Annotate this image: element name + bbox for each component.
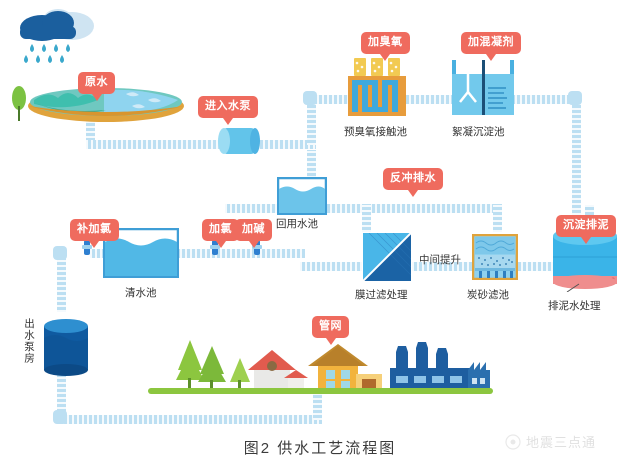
rain-cloud-icon <box>12 4 102 66</box>
pipe-backwash-down-carbon <box>493 204 502 232</box>
pipe-backwash-header <box>300 204 502 213</box>
pipe-network-riser <box>313 388 322 420</box>
caption-intermediate-lift: 中间提升 <box>419 254 461 266</box>
pipe-floc-right <box>510 95 580 104</box>
tag-add-chlorine-supplemental[interactable]: 补加氯 <box>70 219 119 241</box>
tag-backwash-drain[interactable]: 反冲排水 <box>383 168 443 190</box>
pipe-elbow-a <box>53 246 67 260</box>
reuse-water-pool-icon <box>276 176 328 216</box>
clear-water-tank-icon <box>102 227 180 279</box>
inlet-pump-body <box>217 126 261 156</box>
floc-sed-tank-icon <box>452 60 514 118</box>
pipe-riser-up <box>307 95 316 145</box>
watermark-logo-icon <box>505 433 521 450</box>
pipe-top-run <box>307 95 352 104</box>
pipe-membrane-carbon <box>412 262 474 271</box>
figure-caption: 图2 供水工艺流程图 <box>243 440 397 457</box>
pipe-ozone-floc <box>404 95 454 104</box>
pipe-elbow-b <box>53 410 67 424</box>
carbon-sand-filter-icon <box>471 233 519 281</box>
pre-ozone-contact-tank-icon <box>348 58 406 120</box>
pipe-carbon-sludge <box>516 262 578 271</box>
tag-inlet-pump[interactable]: 进入水泵 <box>198 96 258 118</box>
caption-outlet-pump-house: 出水泵房 <box>23 318 35 364</box>
caption-clear-water-tank: 清水池 <box>125 287 157 299</box>
pipe-to-pump <box>86 140 221 149</box>
pipe-pump-right <box>258 140 316 149</box>
pipe-right-drop <box>572 95 581 230</box>
dosing-nozzle-supplemental-chlorine[interactable] <box>82 240 92 255</box>
tag-add-alkali[interactable]: 加碱 <box>235 219 272 241</box>
pipe-reuse-out <box>225 204 305 213</box>
tag-add-chlorine[interactable]: 加氯 <box>202 219 239 241</box>
tree-icon <box>8 86 30 122</box>
caption-floc-sed-tank: 絮凝沉淀池 <box>452 126 505 138</box>
tag-add-ozone[interactable]: 加臭氧 <box>361 32 410 54</box>
outlet-pump-house-icon <box>42 318 90 376</box>
city-scene <box>150 336 490 398</box>
tag-add-coagulant[interactable]: 加混凝剂 <box>461 32 521 54</box>
pipe-left-membrane <box>300 262 362 271</box>
pipe-pumphouse-down <box>57 372 66 424</box>
watermark-text: 地震三点通 <box>526 435 597 450</box>
watermark: 地震三点通 <box>505 432 596 451</box>
pipe-backwash-down-membrane <box>362 204 371 232</box>
pipe-elbow-d <box>568 91 582 105</box>
caption-membrane-filtration: 膜过滤处理 <box>355 289 408 301</box>
pipe-to-network <box>57 415 322 424</box>
pipe-elbow-c <box>303 91 317 105</box>
caption-sludge-water-treatment: 排泥水处理 <box>548 300 601 312</box>
tag-raw-water[interactable]: 原水 <box>78 72 115 94</box>
pipe-down-pumphouse <box>57 252 66 312</box>
pipe-lake-down <box>86 118 95 148</box>
tag-pipe-network[interactable]: 管网 <box>312 316 349 338</box>
caption-carbon-sand-filter: 炭砂滤池 <box>467 289 509 301</box>
caption-reuse-water-pool: 回用水池 <box>276 218 318 230</box>
raw-water-lake <box>26 84 186 124</box>
caption-pre-ozone-contact-tank: 预臭氧接触池 <box>344 126 407 138</box>
tag-sludge-discharge[interactable]: 沉淀排泥 <box>556 215 616 237</box>
membrane-filtration-icon <box>362 232 412 282</box>
ground-strip-left <box>148 388 493 394</box>
